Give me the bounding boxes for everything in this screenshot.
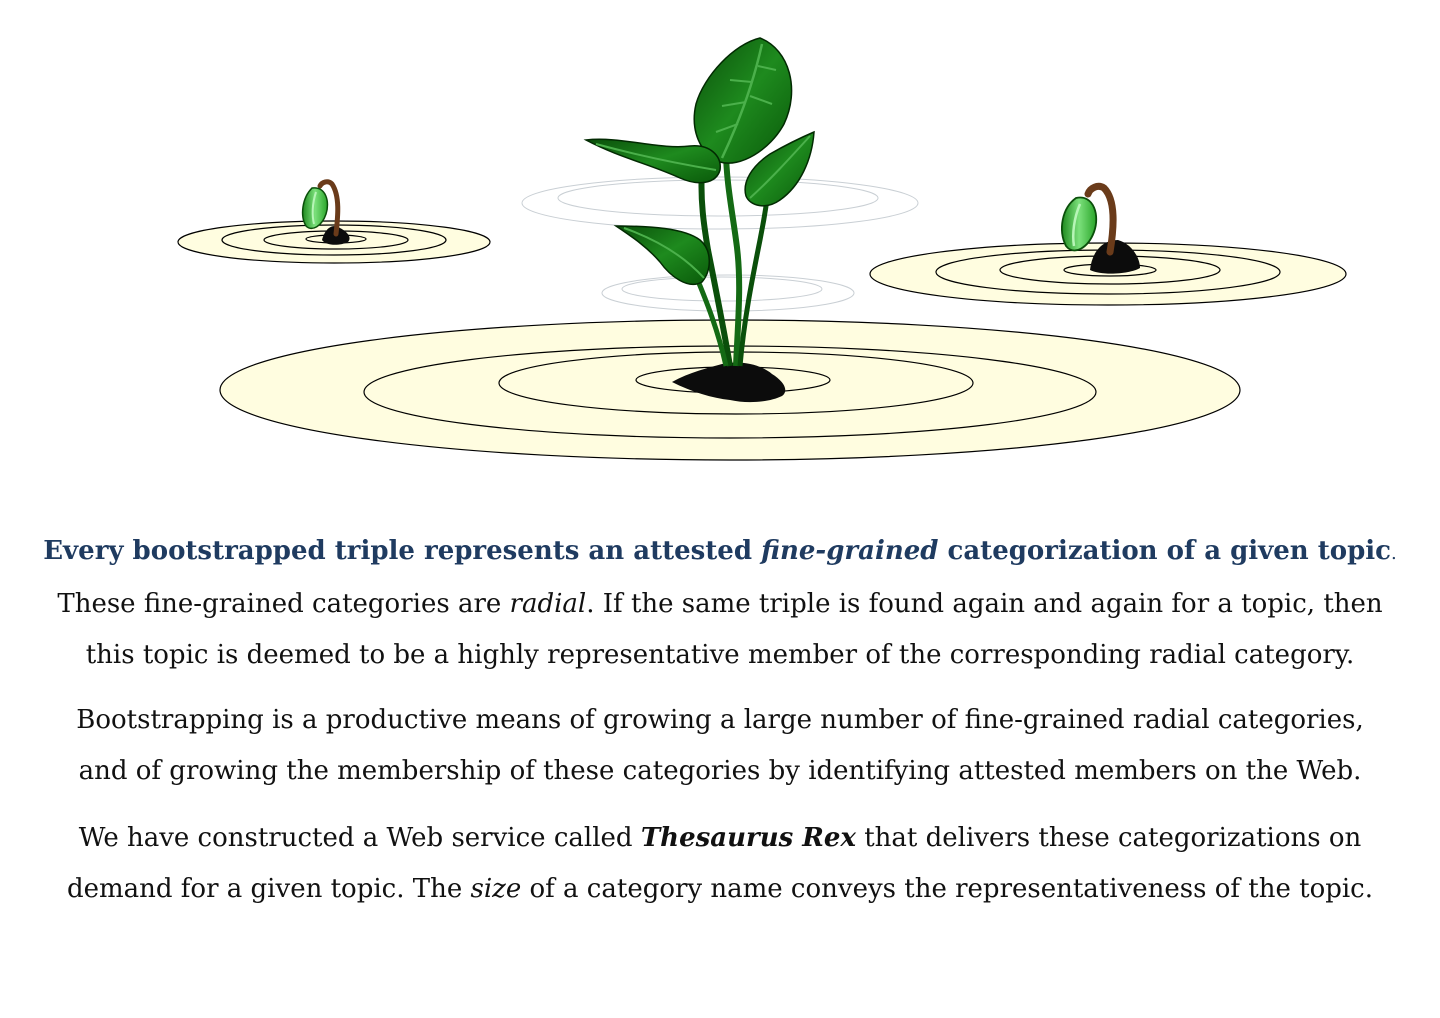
body-text: These fine-grained categories are: [57, 589, 510, 619]
paragraph-bootstrapping: Bootstrapping is a productive means of g…: [0, 695, 1440, 797]
italic-term: size: [470, 874, 522, 904]
body-line: These fine-grained categories are radial…: [0, 579, 1440, 630]
paragraph-thesaurus-rex: We have constructed a Web service called…: [0, 813, 1440, 915]
body-line: and of growing the membership of these c…: [78, 756, 1362, 786]
body-text: demand for a given topic. The: [66, 874, 471, 904]
body-text: that delivers these categorizations on: [855, 823, 1362, 853]
large-seedling-icon: [583, 37, 815, 403]
body-text: of a category name conveys the represent…: [521, 874, 1374, 904]
body-text: We have constructed a Web service called: [78, 823, 641, 853]
body-line: We have constructed a Web service called…: [0, 813, 1440, 864]
faint-ripples: [521, 176, 919, 312]
seedling-illustration: [177, 37, 1347, 461]
headline-text-end: categorization of a given topic: [938, 536, 1392, 566]
italic-term: radial: [509, 589, 587, 619]
headline: Every bootstrapped triple represents an …: [0, 526, 1440, 579]
paragraph-radial-categories: Every bootstrapped triple represents an …: [0, 526, 1440, 681]
small-sprout-icon-left: [301, 179, 350, 245]
body-text: . If the same triple is found again and …: [586, 589, 1383, 619]
headline-period: .: [1391, 543, 1397, 564]
body-line: demand for a given topic. The size of a …: [0, 864, 1440, 915]
headline-text-start: Every bootstrapped triple represents an …: [43, 536, 762, 566]
small-sprout-icon-right: [1061, 182, 1140, 274]
service-name: Thesaurus Rex: [640, 823, 856, 853]
body-line: Bootstrapping is a productive means of g…: [76, 705, 1364, 735]
headline-italic-term: fine-grained: [761, 536, 939, 566]
body-line: this topic is deemed to be a highly repr…: [85, 640, 1355, 670]
